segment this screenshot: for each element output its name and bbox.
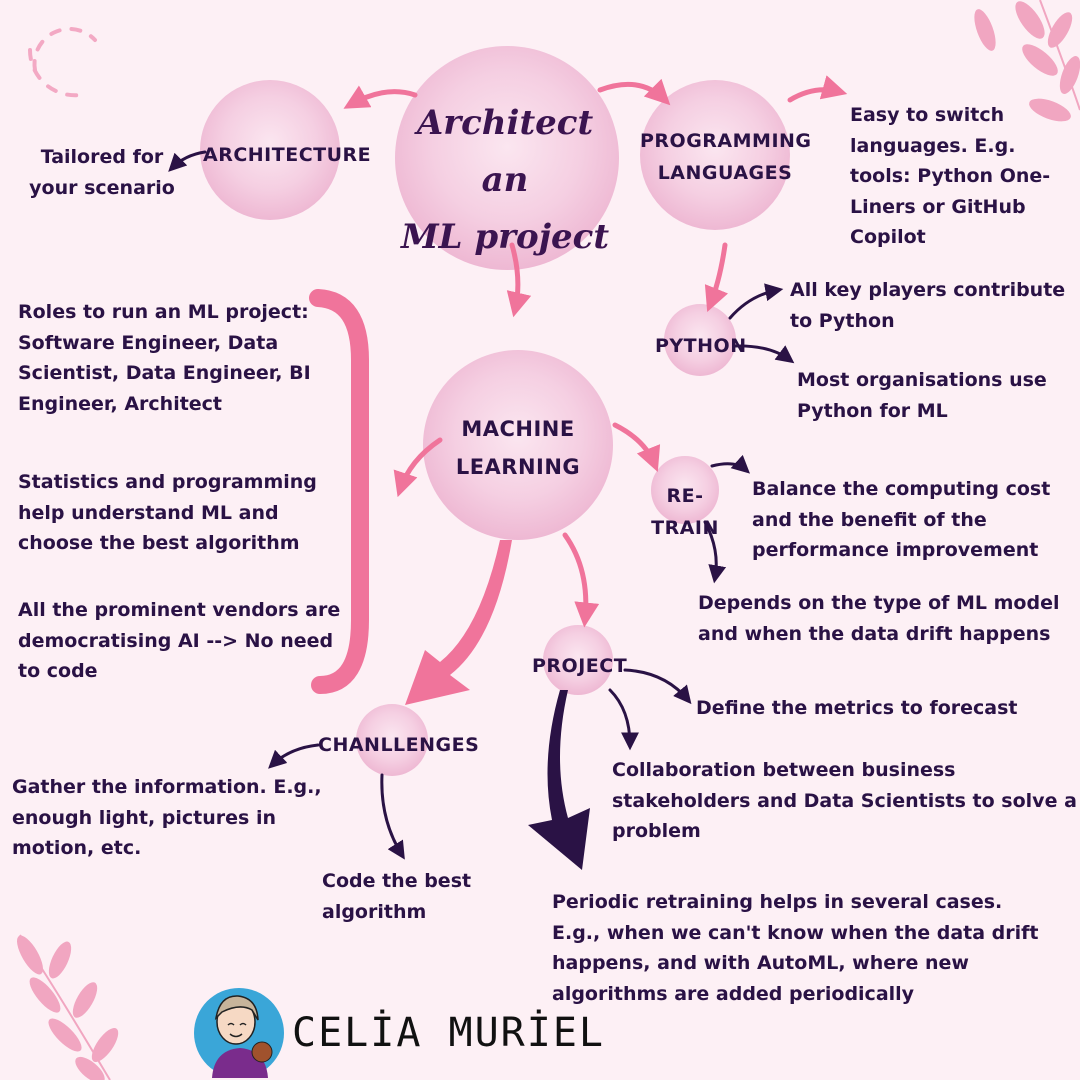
- note-architecture: Tailored for your scenario: [29, 146, 175, 199]
- arrow-project-note-2: [608, 688, 639, 751]
- node-project: PROJECT: [532, 655, 628, 677]
- arrow-challenges-note-1: [268, 743, 320, 769]
- note-project-2: Collaboration between business stakehold…: [612, 759, 1077, 842]
- circle-architecture: [200, 80, 340, 220]
- circle-machine-learning: [423, 350, 613, 540]
- note-retrain-1: Balance the computing cost and the benef…: [752, 478, 1051, 561]
- note-challenges-2: Code the best algorithm: [322, 870, 472, 923]
- arrow-to-architecture: [343, 85, 418, 109]
- arrow-to-python: [704, 242, 729, 312]
- arrow-to-project: [562, 532, 600, 628]
- arrow-project-note-3: [528, 690, 590, 870]
- node-retrain: RE-TRAIN: [651, 485, 719, 539]
- note-languages: Easy to switch languages. E.g. tools: Py…: [850, 104, 1051, 248]
- arrow-to-stats: [393, 437, 443, 498]
- note-project-3: Periodic retraining helps in several cas…: [552, 891, 1039, 1005]
- arrow-to-retrain: [612, 422, 661, 472]
- brand-name: CELİA MURİEL: [292, 1010, 605, 1056]
- node-machine-learning: MACHINE LEARNING: [455, 417, 581, 479]
- leaf-decoration-bottom-left: [17, 934, 119, 1080]
- arrow-project-note-1: [623, 668, 692, 705]
- arrow-to-languages-note: [787, 75, 848, 103]
- circle-programming: [640, 80, 790, 230]
- note-vendors: All the prominent vendors are democratis…: [18, 599, 341, 682]
- note-python-1: All key players contribute to Python: [790, 279, 1066, 332]
- note-python-2: Most organisations use Python for ML: [797, 369, 1047, 422]
- leaf-decoration-top-right: [974, 0, 1080, 122]
- node-programming-languages: PROGRAMMING LANGUAGES: [640, 130, 812, 184]
- dashed-circle-decoration: [27, 26, 97, 98]
- arrow-to-machine-learning: [506, 242, 532, 318]
- arrow-challenges-note-2: [380, 773, 405, 860]
- avatar-illustration: [194, 988, 284, 1078]
- node-architecture: ARCHITECTURE: [203, 144, 372, 166]
- arrow-retrain-note-2: [703, 520, 727, 584]
- node-challenges: CHANLLENGES: [318, 734, 480, 756]
- note-stats: Statistics and programming help understa…: [18, 471, 317, 554]
- arrow-python-note-2: [733, 344, 795, 364]
- arrow-python-note-1: [728, 283, 784, 320]
- arrow-retrain-note-1: [710, 454, 750, 474]
- circle-challenges: [356, 704, 428, 776]
- note-project-1: Define the metrics to forecast: [696, 697, 1018, 719]
- note-roles: Roles to run an ML project: Software Eng…: [18, 301, 311, 415]
- arrow-to-challenges: [405, 540, 512, 705]
- bracket: [309, 289, 369, 694]
- arrow-to-programming: [597, 78, 671, 106]
- note-retrain-2: Depends on the type of ML model and when…: [698, 592, 1060, 645]
- note-challenges-1: Gather the information. E.g., enough lig…: [12, 776, 322, 859]
- diagram-title: Architect an ML project: [400, 103, 610, 257]
- circle-project: [543, 625, 613, 695]
- circle-architect: [395, 46, 619, 270]
- circle-python: [664, 304, 736, 376]
- circle-retrain: [651, 456, 719, 524]
- arrow-architecture-note: [168, 150, 207, 172]
- node-python: PYTHON: [655, 335, 747, 357]
